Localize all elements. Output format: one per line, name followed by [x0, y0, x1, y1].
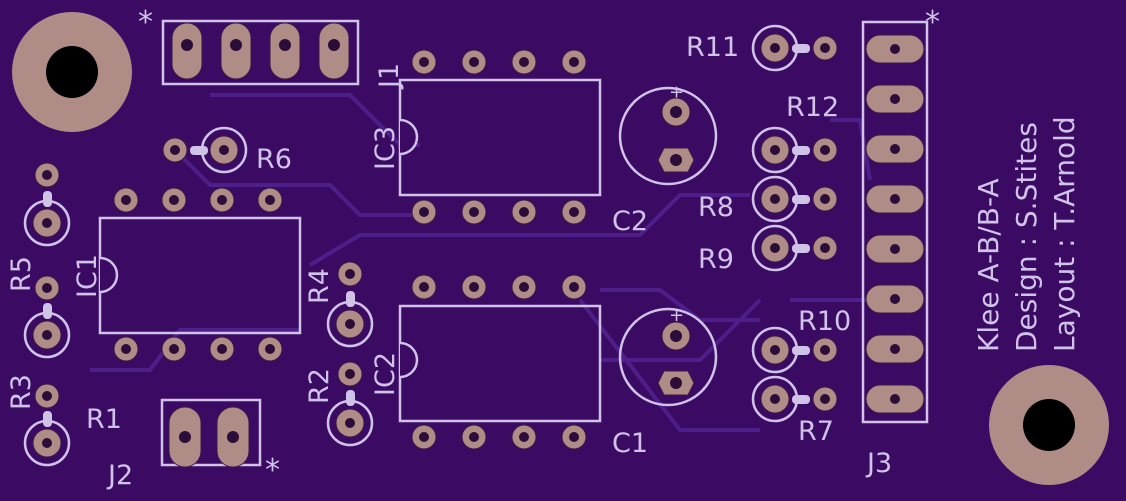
label-r8: R8	[698, 192, 734, 223]
ic2-footprint: IC2	[370, 274, 602, 450]
label-r7: R7	[798, 416, 834, 447]
label-j2: J2	[106, 460, 133, 491]
j1-pads	[171, 22, 350, 80]
capacitor-c1: + C1	[612, 305, 718, 459]
label-r3: R3	[6, 374, 37, 410]
label-r6: R6	[256, 144, 292, 175]
connector-j1: * J1	[138, 5, 405, 90]
label-r5: R5	[6, 256, 37, 292]
ic3-footprint: IC3	[370, 49, 602, 225]
j3-pads	[865, 34, 925, 414]
label-ic1: IC1	[72, 254, 103, 298]
label-r10: R10	[798, 306, 851, 337]
svg-text:+: +	[669, 82, 684, 103]
resistor-r7: R7	[751, 375, 838, 447]
pin1-marker: *	[138, 5, 153, 40]
connector-j2: * J2	[106, 398, 280, 491]
resistor-r6: R6	[162, 126, 292, 175]
resistor-r4: R4	[304, 261, 374, 348]
ic1-footprint: IC1	[72, 187, 302, 362]
svg-text:+: +	[669, 305, 684, 326]
label-ic2: IC2	[370, 352, 401, 396]
resistor-r11: R11	[686, 24, 838, 72]
capacitor-c2: + C2	[612, 82, 718, 237]
pin1-marker: *	[265, 453, 280, 488]
resistor-r10: R10	[751, 306, 851, 374]
label-r4: R4	[304, 268, 335, 304]
design-credit: Design : S.Stites	[1010, 122, 1043, 352]
label-ic3: IC3	[370, 126, 401, 170]
label-c2: C2	[612, 206, 648, 237]
label-j3: J3	[865, 448, 892, 479]
label-r9: R9	[698, 244, 734, 275]
label-c1: C1	[612, 428, 648, 459]
resistor-r3: R3	[6, 275, 71, 410]
mounting-hole-bottom-right	[989, 365, 1109, 485]
pin1-marker: *	[925, 5, 940, 40]
label-r1: R1	[86, 404, 122, 435]
mounting-hole-top-left	[12, 12, 132, 132]
layout-credit: Layout : T.Arnold	[1048, 116, 1081, 352]
label-r2: R2	[304, 368, 335, 404]
resistor-r8: R8	[698, 175, 838, 223]
label-r12: R12	[786, 92, 839, 123]
resistor-r2: R2	[304, 361, 374, 447]
resistor-r1: R1	[23, 383, 122, 467]
connector-j3: * J3	[861, 5, 940, 479]
label-r11: R11	[686, 32, 739, 63]
resistor-r5: R5	[6, 162, 71, 292]
resistor-r9: R9	[698, 224, 838, 275]
board-info: Klee A-B/B-A Design : S.Stites Layout : …	[972, 116, 1081, 352]
board-title: Klee A-B/B-A	[972, 178, 1005, 352]
resistor-r12: R12	[751, 92, 839, 174]
